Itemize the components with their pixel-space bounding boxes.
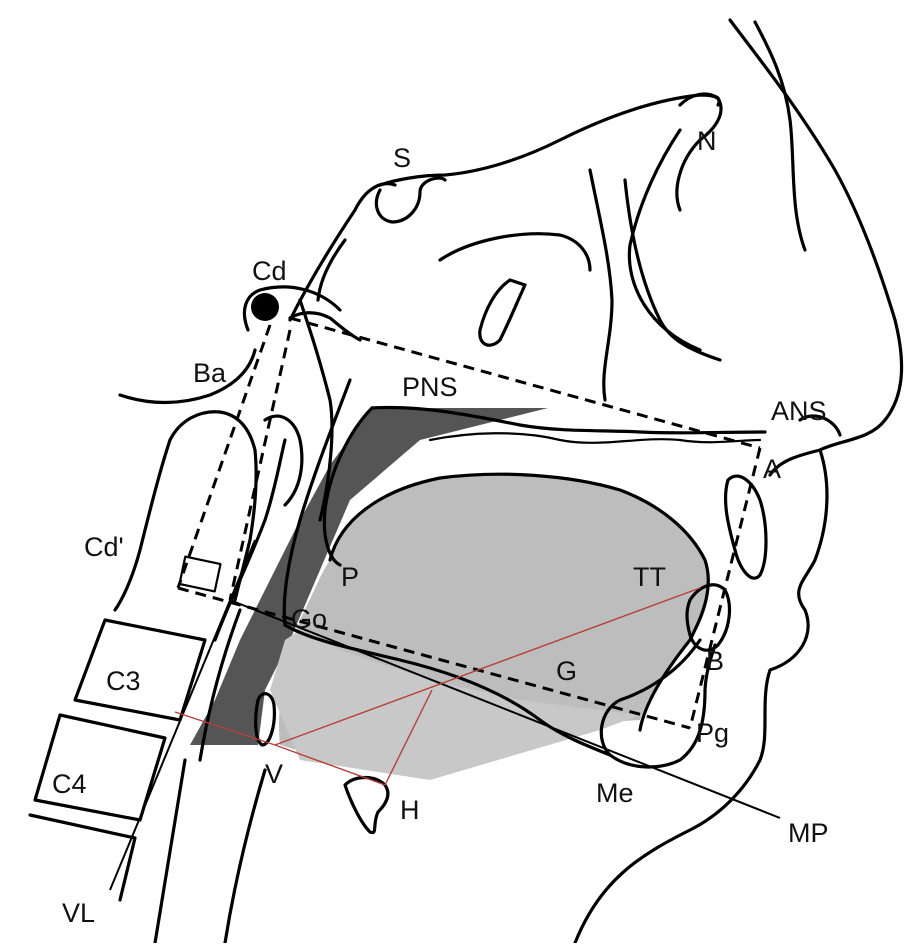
label-Me: Me — [596, 778, 634, 808]
label-MP: MP — [788, 818, 829, 848]
label-Cd-prime: Cd' — [84, 532, 124, 562]
zygomatic-contour — [440, 234, 590, 270]
label-S: S — [393, 143, 411, 173]
label-C4: C4 — [52, 769, 87, 799]
condyle-point — [251, 293, 279, 321]
label-H: H — [400, 795, 420, 825]
label-N: N — [697, 126, 717, 156]
basion-curve — [120, 350, 255, 403]
orbit-line — [629, 130, 700, 350]
label-A: A — [763, 454, 781, 484]
label-G: G — [556, 656, 577, 686]
label-PNS: PNS — [402, 372, 458, 402]
hyoid-bone — [345, 778, 388, 833]
label-Go: Go — [291, 604, 327, 634]
label-C3: C3 — [106, 666, 141, 696]
ramus-inner — [300, 300, 332, 520]
label-TT: TT — [633, 562, 666, 592]
label-Ba: Ba — [193, 358, 227, 388]
label-B: B — [706, 646, 724, 676]
cd-prime-box — [179, 557, 220, 592]
maxillary-contour — [625, 180, 720, 360]
label-VL: VL — [62, 898, 95, 928]
pterygoid-loop — [480, 280, 525, 345]
neck-line — [155, 760, 185, 943]
pterygoid-plate — [590, 170, 612, 400]
label-ANS: ANS — [771, 396, 827, 426]
label-Cd: Cd — [252, 256, 287, 286]
label-Pg: Pg — [696, 718, 729, 748]
occipital-curve — [265, 416, 302, 505]
vertebra-lower — [30, 815, 135, 900]
shaded-regions — [190, 408, 709, 780]
label-P: P — [341, 562, 359, 592]
nasal-bone — [755, 22, 805, 250]
sphenoid-line — [290, 184, 395, 320]
atlas-outline — [115, 440, 170, 610]
cranial-base — [380, 95, 719, 185]
neck-line-2 — [225, 770, 265, 943]
label-V: V — [265, 759, 283, 789]
